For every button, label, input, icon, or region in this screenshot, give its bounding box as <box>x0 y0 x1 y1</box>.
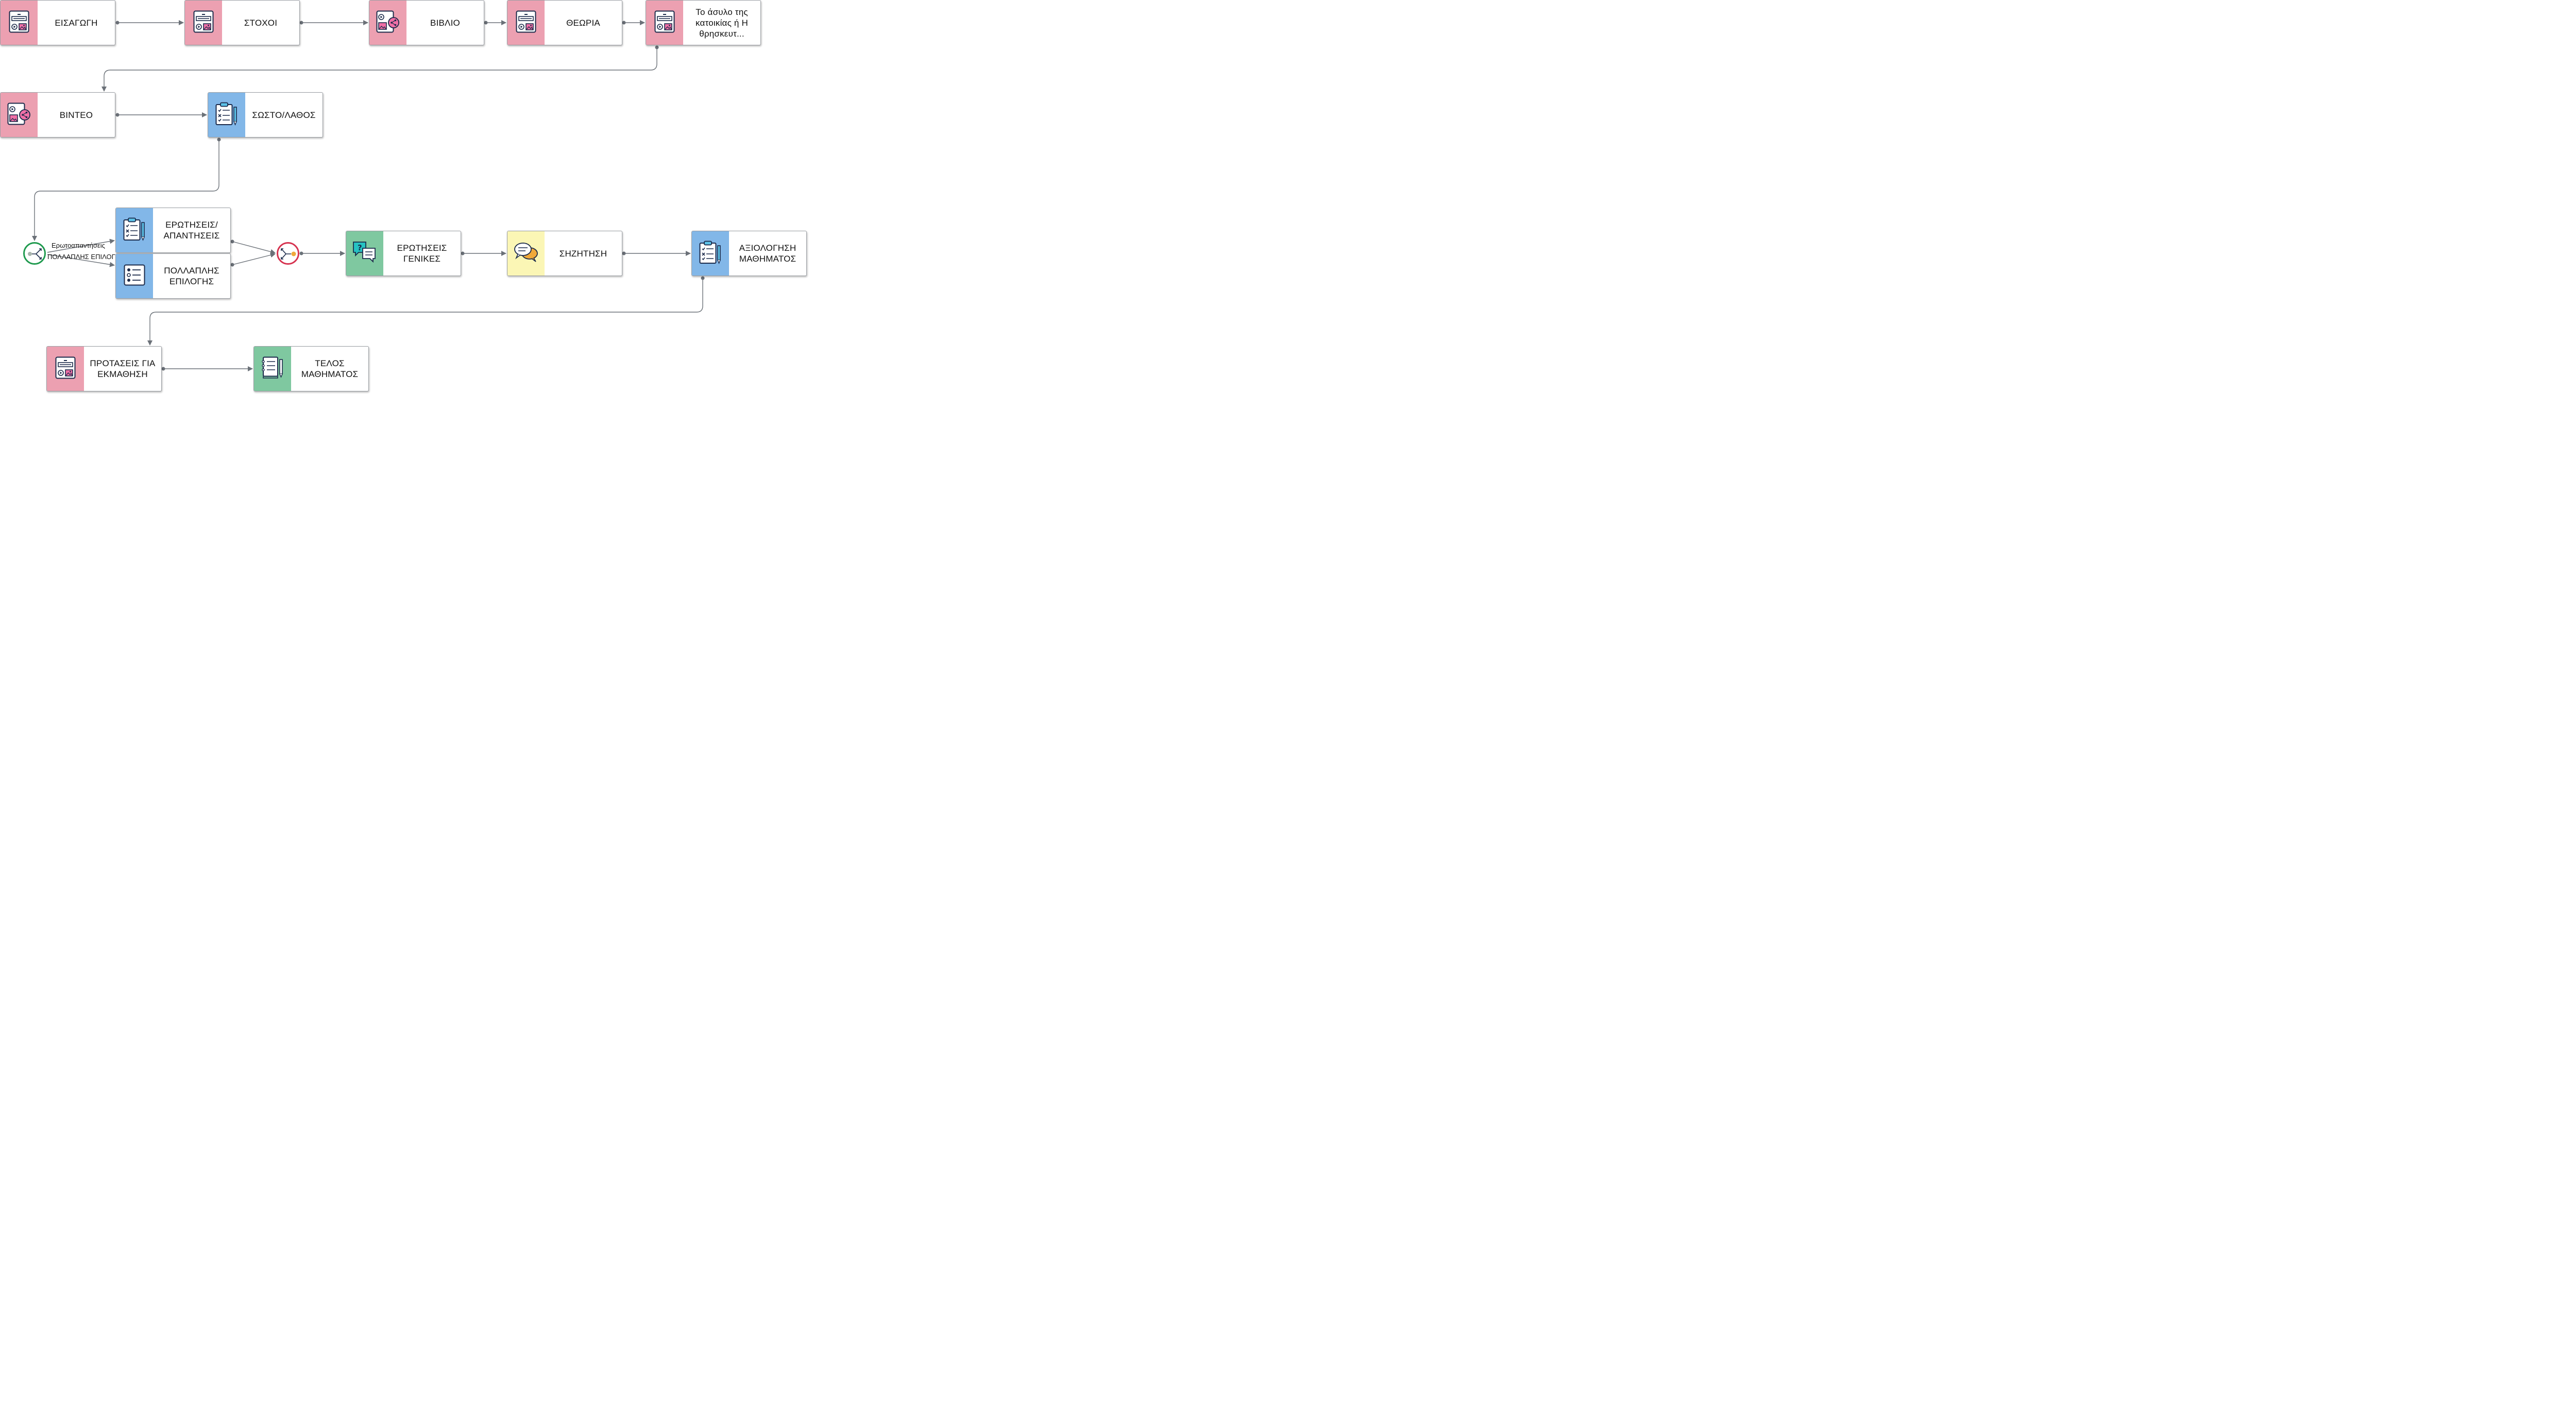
node-intro[interactable]: ΕΙΣΑΓΩΓΗ <box>0 0 115 45</box>
node-asylum[interactable]: Το άσυλο της κατοικίας ή Η θρησκευτ... <box>646 0 761 45</box>
edge-mc-join <box>232 252 276 265</box>
edge-label-split-to-qa: Ερωτοαπαντήσεις <box>52 242 105 249</box>
connector-dot <box>299 21 303 25</box>
question-chat-icon: ? <box>352 241 377 266</box>
node-general-icon-strip: ? <box>346 231 383 276</box>
node-general-label: ΕΡΩΤΗΣΕΙΣ ΓΕΝΙΚΕΣ <box>397 243 447 264</box>
node-intro-icon-strip <box>1 1 38 45</box>
node-evaluation-icon-strip <box>692 231 729 276</box>
edge-split-qa <box>47 238 115 253</box>
node-discussion-label: ΣΗΖΗΤΗΣΗ <box>559 248 607 259</box>
node-book-label: ΒΙΒΛΙΟ <box>430 18 460 28</box>
edge-evaluation-suggestions <box>147 278 703 346</box>
notebook-pencil-icon <box>261 356 284 382</box>
node-video[interactable]: ΒΙΝΤΕΟ <box>0 92 115 138</box>
node-mc-label: ΠΟΛΛΑΠΛΗΣ ΕΠΙΛΟΓΗΣ <box>164 266 219 286</box>
shared-media-icon <box>7 102 31 128</box>
node-goals-label: ΣΤΟΧΟΙ <box>244 18 278 28</box>
connector-dot <box>230 239 234 244</box>
join-gateway-icon <box>280 247 297 264</box>
presentation-icon <box>193 10 214 36</box>
connectors <box>32 20 705 371</box>
svg-text:?: ? <box>358 243 362 252</box>
node-intro-label: ΕΙΣΑΓΩΓΗ <box>55 18 98 28</box>
connector-dot <box>655 45 659 49</box>
presentation-icon <box>516 10 536 36</box>
presentation-icon <box>55 356 76 382</box>
connector-dot <box>622 251 626 255</box>
node-discussion[interactable]: ΣΗΖΗΤΗΣΗ <box>507 231 622 276</box>
node-asylum-label: Το άσυλο της κατοικίας ή Η θρησκευτ... <box>696 7 748 39</box>
node-discussion-icon-strip <box>507 231 545 276</box>
connector-dot <box>161 367 165 371</box>
node-truefalse-icon-strip <box>208 93 245 137</box>
edge-qa-join <box>232 241 276 254</box>
node-mc-icon-strip <box>116 254 153 298</box>
node-mc[interactable]: ΠΟΛΛΑΠΛΗΣ ΕΠΙΛΟΓΗΣ <box>115 253 231 299</box>
node-suggestions-icon-strip <box>47 347 84 391</box>
join-gateway[interactable] <box>277 242 299 265</box>
node-asylum-icon-strip <box>646 1 683 45</box>
connector-dot <box>461 251 465 255</box>
node-qa-icon-strip <box>116 208 153 252</box>
connector-dot <box>115 21 120 25</box>
discussion-bubbles-icon <box>513 241 539 266</box>
node-qa[interactable]: ΕΡΩΤΗΣΕΙΣ/ ΑΠΑΝΤΗΣΕΙΣ <box>115 208 231 253</box>
node-evaluation[interactable]: ΑΞΙΟΛΟΓΗΣΗ ΜΑΘΗΜΑΤΟΣ <box>691 231 807 276</box>
split-gateway[interactable] <box>23 242 46 265</box>
connector-dot <box>701 276 705 280</box>
node-suggestions-label: ΠΡΟΤΑΣΕΙΣ ΓΙΑ ΕΚΜΑΘΗΣΗ <box>90 358 156 379</box>
connector-dot <box>622 21 626 25</box>
node-book-icon-strip <box>369 1 406 45</box>
edge-truefalse-split <box>32 140 219 241</box>
flow-diagram-canvas: ΕΙΣΑΓΩΓΗ ΣΤΟΧΟΙ <box>0 0 808 393</box>
node-end[interactable]: ΤΕΛΟΣ ΜΑΘΗΜΑΤΟΣ <box>253 346 369 391</box>
edge-label-split-to-mc: ΠΟΛΛΑΠΛΗΣ ΕΠΙΛΟΓΗΣ <box>47 253 125 261</box>
node-book[interactable]: ΒΙΒΛΙΟ <box>369 0 484 45</box>
edge-split-mc <box>47 254 115 267</box>
clipboard-checklist-icon <box>123 217 146 244</box>
node-end-icon-strip <box>254 347 291 391</box>
node-video-icon-strip <box>1 93 38 137</box>
connector-dot <box>230 263 234 267</box>
clipboard-checklist-icon <box>699 241 722 267</box>
node-video-label: ΒΙΝΤΕΟ <box>59 110 93 120</box>
split-gateway-icon <box>27 247 43 264</box>
connector-dot <box>484 21 488 25</box>
node-goals-icon-strip <box>185 1 222 45</box>
multiple-choice-list-icon <box>124 264 145 288</box>
shared-media-icon <box>376 10 400 36</box>
node-theory[interactable]: ΘΕΩΡΙΑ <box>507 0 622 45</box>
node-truefalse-label: ΣΩΣΤΟ/ΛΑΘΟΣ <box>252 110 316 120</box>
presentation-icon <box>9 10 29 36</box>
connector-dot <box>299 251 303 255</box>
node-suggestions[interactable]: ΠΡΟΤΑΣΕΙΣ ΓΙΑ ΕΚΜΑΘΗΣΗ <box>46 346 162 391</box>
node-evaluation-label: ΑΞΙΟΛΟΓΗΣΗ ΜΑΘΗΜΑΤΟΣ <box>739 243 796 264</box>
edge-asylum-video <box>101 47 657 92</box>
node-end-label: ΤΕΛΟΣ ΜΑΘΗΜΑΤΟΣ <box>301 358 359 379</box>
clipboard-checklist-icon <box>215 102 238 128</box>
node-theory-icon-strip <box>507 1 545 45</box>
node-general[interactable]: ? ΕΡΩΤΗΣΕΙΣ ΓΕΝΙΚΕΣ <box>346 231 461 276</box>
node-truefalse[interactable]: ΣΩΣΤΟ/ΛΑΘΟΣ <box>208 92 323 138</box>
connector-dot <box>217 138 221 142</box>
node-goals[interactable]: ΣΤΟΧΟΙ <box>184 0 300 45</box>
node-theory-label: ΘΕΩΡΙΑ <box>566 18 600 28</box>
node-qa-label: ΕΡΩΤΗΣΕΙΣ/ ΑΠΑΝΤΗΣΕΙΣ <box>163 220 220 241</box>
presentation-icon <box>654 10 675 36</box>
connector-dot <box>115 113 120 117</box>
